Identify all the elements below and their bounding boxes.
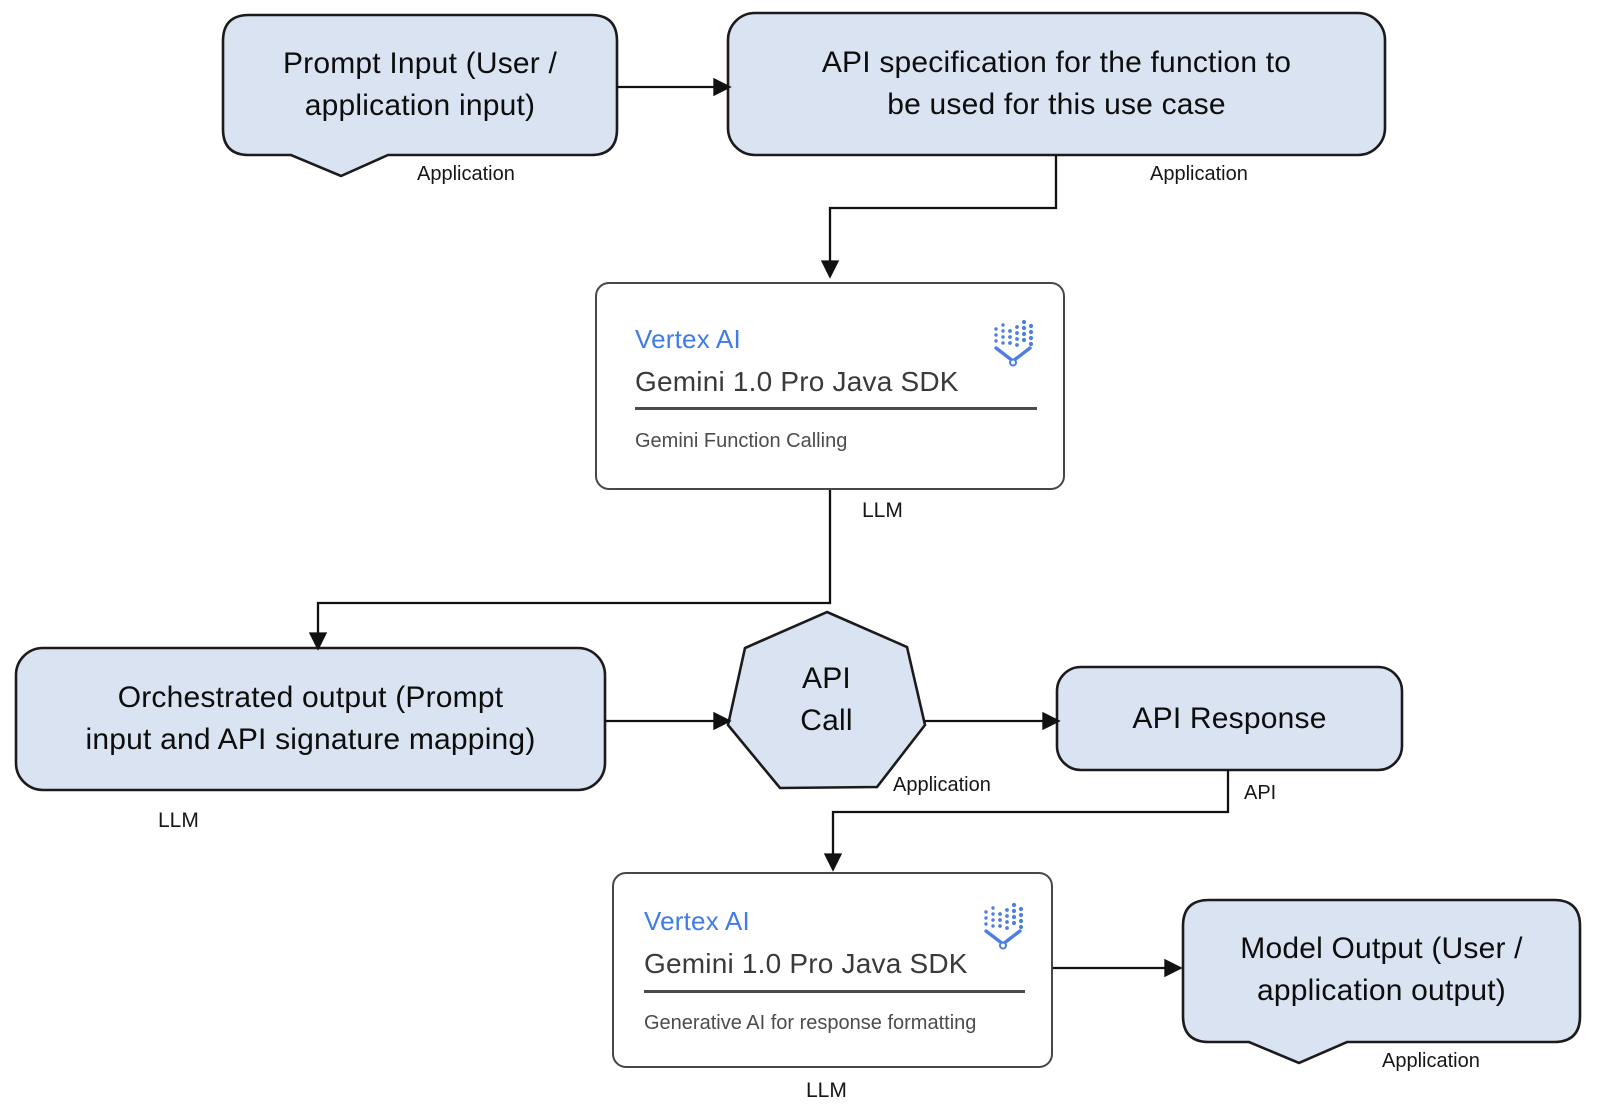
arrow-apispec-to-llm1 <box>820 155 1058 279</box>
api-response-badge: API <box>1244 782 1277 804</box>
llm1-badge: LLM <box>862 499 903 522</box>
api-call-badge: Application <box>893 774 991 796</box>
prompt-input-node-shape <box>221 13 619 178</box>
vertex-ai-product-label: Vertex AI <box>635 324 741 354</box>
generative-ai-caption: Generative AI for response formatting <box>644 1012 977 1034</box>
vertex-ai-icon <box>994 319 1034 367</box>
arrow-apiresponse-to-llm2 <box>823 770 1230 872</box>
gemini-function-calling-caption: Gemini Function Calling <box>635 430 848 452</box>
card-divider <box>635 407 1037 410</box>
arrow-llm1-to-orchestrated <box>308 490 832 651</box>
api-response-node-shape <box>1055 665 1404 772</box>
api-call-node-shape <box>726 610 927 790</box>
llm2-badge: LLM <box>806 1079 847 1102</box>
llm-function-calling-card: Vertex AI Gemini 1.0 Pro Java SDK Gemini… <box>595 282 1065 490</box>
vertex-ai-icon <box>984 902 1024 950</box>
llm-response-formatting-card: Vertex AI Gemini 1.0 Pro Java SDK Genera… <box>612 872 1053 1068</box>
gemini-sdk-label: Gemini 1.0 Pro Java SDK <box>644 948 968 979</box>
orchestrated-output-node-shape <box>14 646 607 792</box>
model-output-node-shape <box>1181 898 1582 1065</box>
gemini-sdk-label: Gemini 1.0 Pro Java SDK <box>635 366 959 397</box>
model-output-badge: Application <box>1382 1050 1480 1072</box>
api-spec-node-shape <box>726 11 1387 157</box>
prompt-input-badge: Application <box>417 163 515 185</box>
orchestrated-badge: LLM <box>158 809 199 832</box>
card-divider <box>644 990 1025 993</box>
api-spec-badge: Application <box>1150 163 1248 185</box>
vertex-ai-product-label: Vertex AI <box>644 906 750 936</box>
